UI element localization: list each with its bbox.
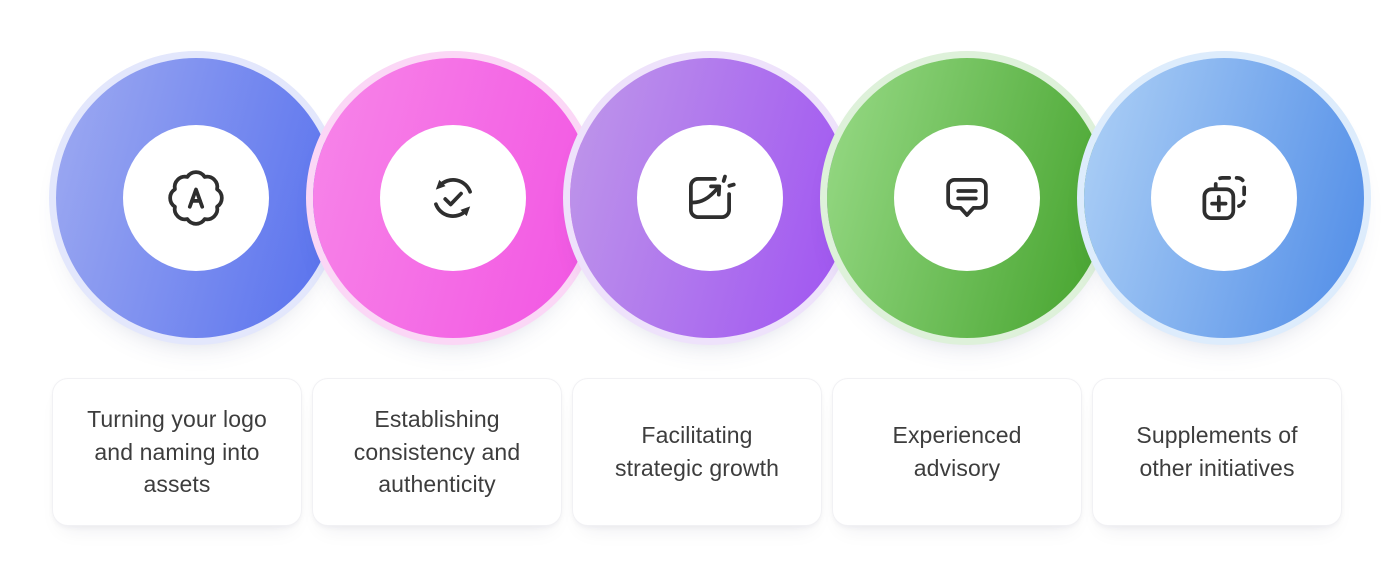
step-icon-circle — [894, 125, 1040, 271]
step-card: Supplements of other initiatives — [1092, 378, 1342, 526]
badge-letter-a-icon — [168, 170, 224, 226]
step-card: Facilitating strategic growth — [572, 378, 822, 526]
sync-check-icon — [434, 178, 472, 218]
step-ring-supplements — [1084, 58, 1364, 338]
step-ring-consistency — [313, 58, 593, 338]
expand-growth-icon — [689, 174, 736, 219]
step-ring-advisory — [827, 58, 1107, 338]
step-card: Turning your logo and naming into assets — [52, 378, 302, 526]
step-label: Turning your logo and naming into assets — [87, 406, 267, 498]
step-card: Experienced advisory — [832, 378, 1082, 526]
step-label: Supplements of other initiatives — [1136, 422, 1298, 481]
step-card: Establishing consistency and authenticit… — [312, 378, 562, 526]
step-icon-circle — [1151, 125, 1297, 271]
step-ring-growth — [570, 58, 850, 338]
add-duplicate-icon — [1202, 175, 1247, 221]
step-label: Facilitating strategic growth — [615, 422, 779, 481]
chat-bubble-icon — [946, 178, 988, 217]
step-label: Establishing consistency and authenticit… — [353, 406, 521, 498]
step-icon-circle — [637, 125, 783, 271]
step-label: Experienced advisory — [892, 422, 1022, 481]
step-icon-circle — [123, 125, 269, 271]
step-icon-circle — [380, 125, 526, 271]
step-ring-logo-assets — [56, 58, 336, 338]
